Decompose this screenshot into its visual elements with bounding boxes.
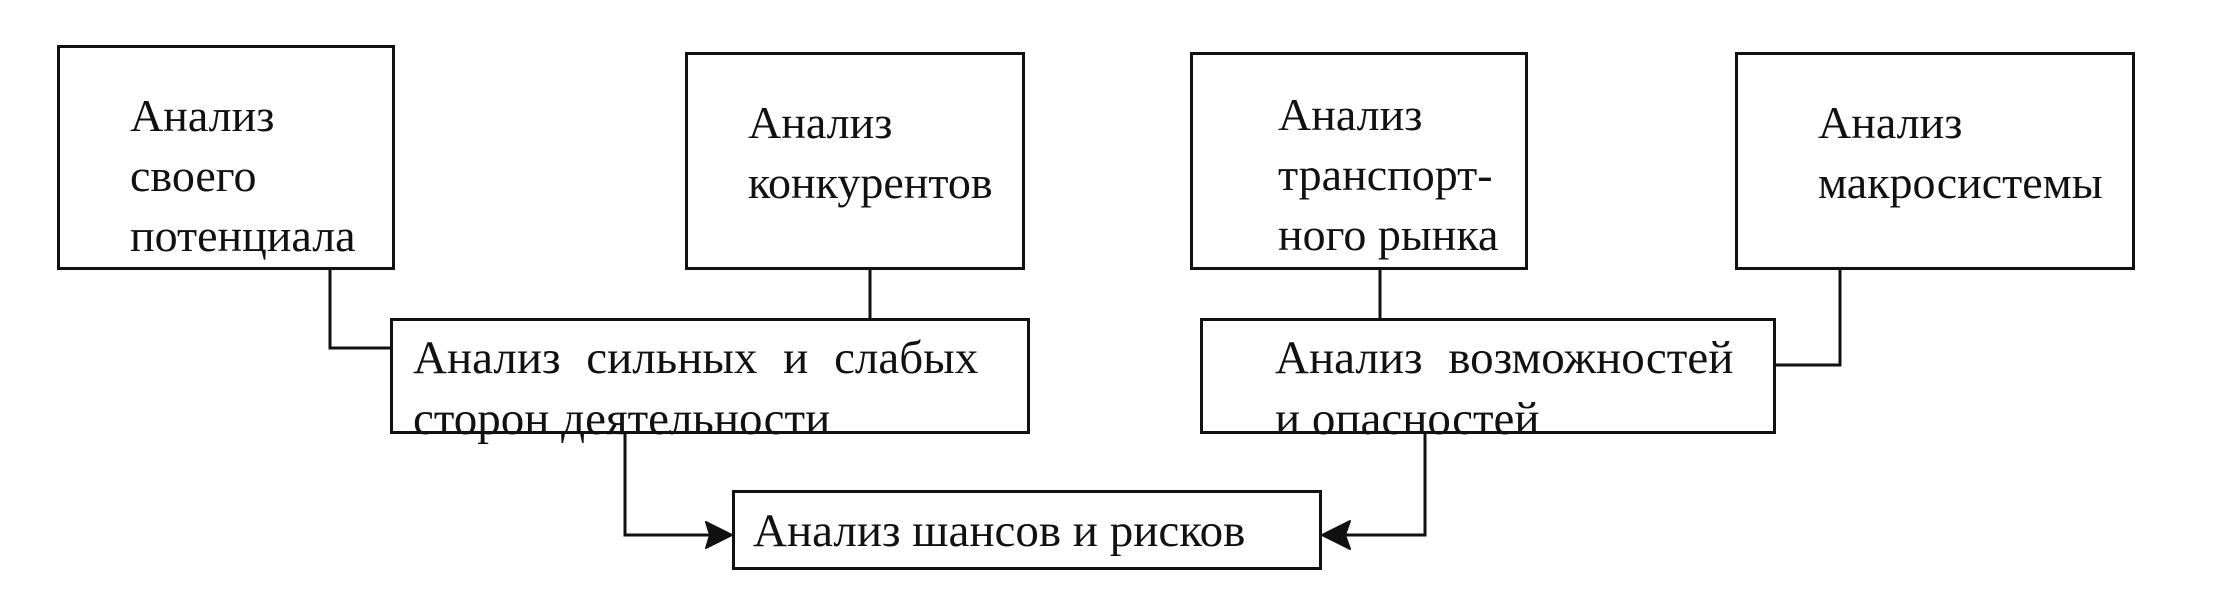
arrowhead-left-icon <box>705 521 733 549</box>
box-own-potential-line-1: Анализ <box>130 90 275 141</box>
box-opportunities-threats-line-1: Анализ возможностей <box>1275 332 1734 384</box>
box-strengths-weaknesses-line-2: сторон деятельности <box>413 393 831 446</box>
box-chances-risks-line-1: Анализ шансов и рисков <box>753 505 1246 557</box>
box-transport-market-line-1: Анализ <box>1278 89 1423 140</box>
box-competitors: Анализ конкурентов <box>685 52 1025 270</box>
box-competitors-line-1: Анализ <box>748 97 893 148</box>
box-transport-market-line-2: транспорт- <box>1278 148 1493 200</box>
box-strengths-weaknesses-line-1: Анализ сильных и слабых <box>413 332 979 384</box>
box-macrosystem: Анализ макросистемы <box>1735 52 2135 270</box>
box-opportunities-threats: Анализ возможностей и опасностей <box>1200 318 1776 445</box>
box-own-potential-line-3: потенциала <box>130 209 356 261</box>
box-own-potential: Анализ своего потенциала <box>57 45 395 270</box>
box-transport-market: Анализ транспорт- ного рынка <box>1190 52 1528 270</box>
connector-opportunities-to-chances <box>1342 434 1427 537</box>
box-macrosystem-line-2: макросистемы <box>1818 156 2103 208</box>
box-opportunities-threats-line-2: и опасностей <box>1275 393 1540 446</box>
box-strengths-weaknesses: Анализ сильных и слабых сторон деятельно… <box>390 318 1030 445</box>
connector-macro-to-opportunities <box>1776 270 1842 367</box>
arrowhead-right-icon <box>1321 520 1351 550</box>
connector-strengths-to-chances <box>623 434 712 537</box>
box-macrosystem-line-1: Анализ <box>1818 97 1963 148</box>
box-competitors-line-2: конкурентов <box>748 156 993 208</box>
connector-own-to-strengths <box>328 270 390 350</box>
box-own-potential-line-2: своего <box>130 149 257 201</box>
box-chances-risks: Анализ шансов и рисков <box>732 490 1322 570</box>
box-transport-market-line-3: ного рынка <box>1278 208 1499 260</box>
